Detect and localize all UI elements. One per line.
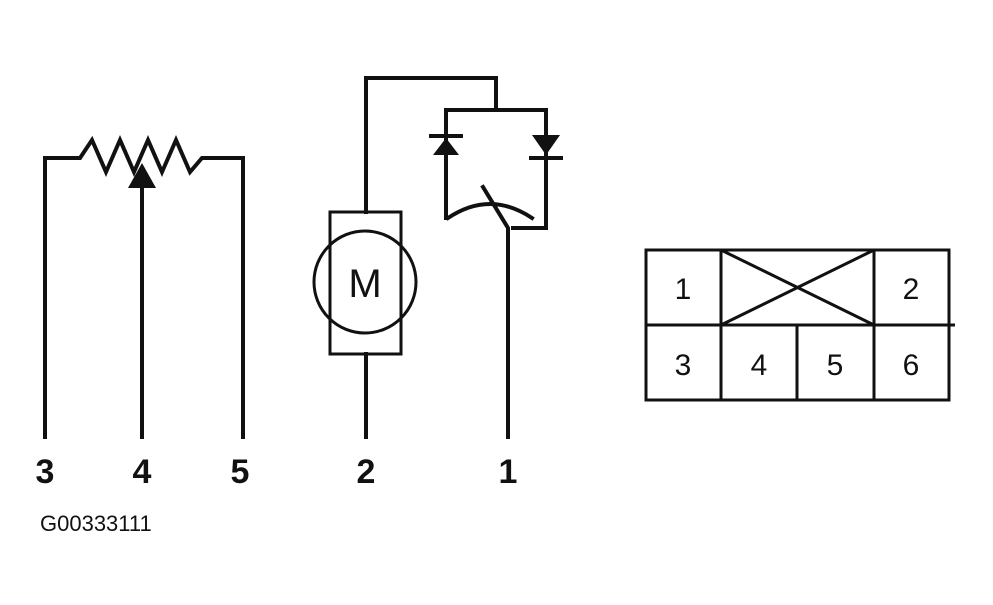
- figure-id: G00333111: [40, 511, 152, 536]
- connector-cell-2: 2: [903, 273, 920, 306]
- potentiometer-wiper-arrow: [128, 163, 156, 188]
- connector-cell-3: 3: [675, 349, 692, 382]
- switch-arm: [480, 184, 510, 439]
- pin-label-2: 2: [357, 453, 376, 491]
- connector-cell-4: 4: [751, 349, 768, 382]
- connector-cell-5: 5: [827, 349, 844, 382]
- pin-labels: 3 4 5 2 1: [36, 453, 518, 491]
- motor-label: M: [348, 262, 381, 306]
- right-diode-icon: [532, 135, 560, 155]
- pin-label-3: 3: [36, 453, 55, 491]
- connector-face: 1 2 3 4 5 6: [644, 248, 955, 402]
- connector-cell-6: 6: [903, 349, 920, 382]
- switch-contact-arc: [445, 202, 535, 221]
- potentiometer-resistor-wire: [43, 135, 245, 439]
- left-diode-icon: [433, 138, 459, 155]
- pin-label-5: 5: [231, 453, 250, 491]
- motor: M: [312, 76, 498, 439]
- connector-cell-1: 1: [675, 273, 692, 306]
- pin-label-1: 1: [499, 453, 518, 491]
- motor-top-lead: [364, 76, 498, 214]
- unused-cavity-x-2: [720, 248, 875, 327]
- motor-circle: [312, 229, 418, 335]
- limit-switch: [429, 108, 563, 439]
- pin-label-4: 4: [133, 453, 152, 491]
- potentiometer: [43, 135, 245, 439]
